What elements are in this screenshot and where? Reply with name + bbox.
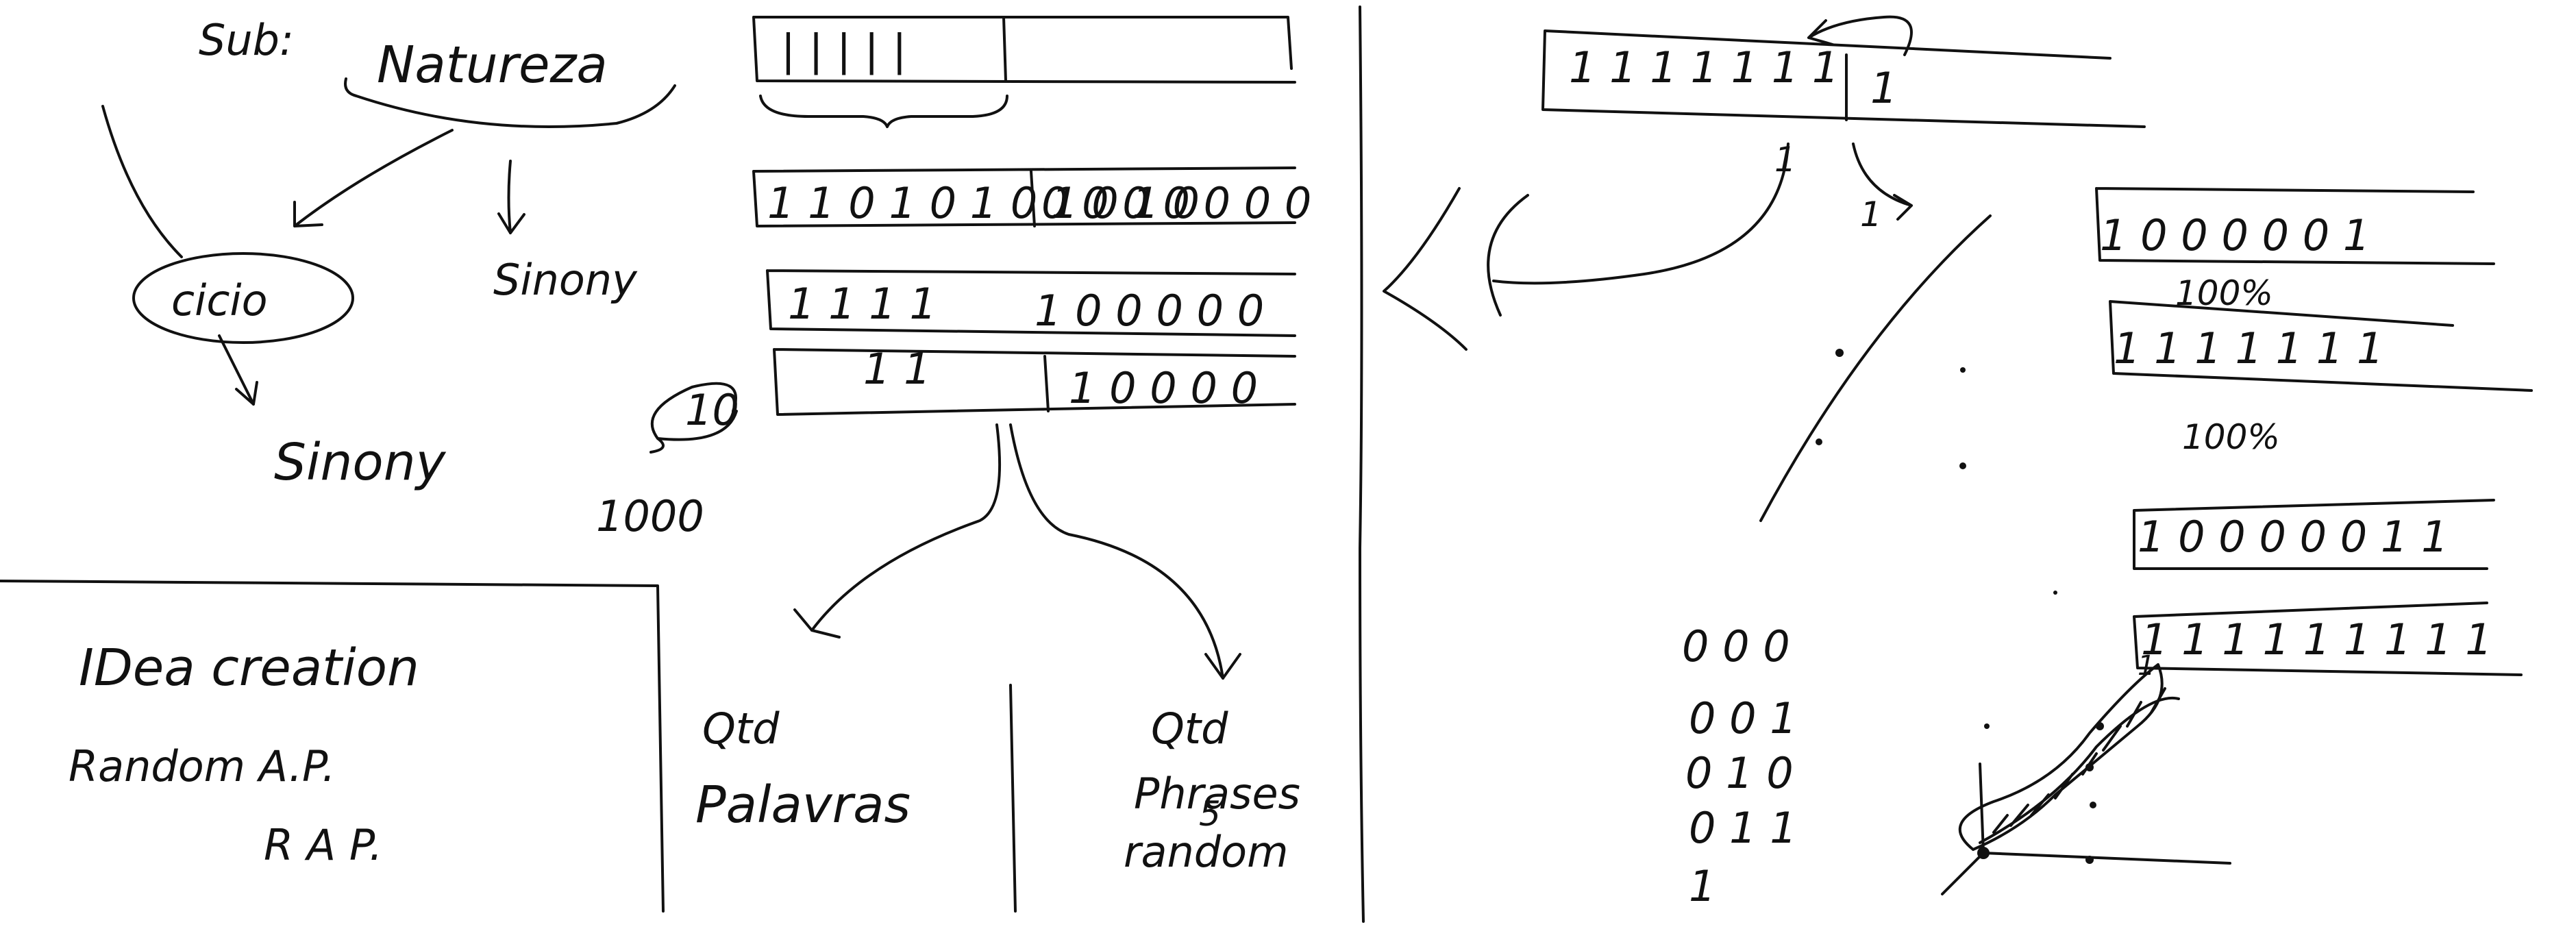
- word-count-line-2: Palavras: [695, 776, 911, 834]
- idea-line-2: R A P.: [264, 820, 382, 870]
- matrix-row-5: 1: [1689, 861, 1716, 911]
- plot-point: [1984, 723, 1990, 729]
- top-bar-frame: [1541, 29, 2146, 128]
- strip-4-frame: [773, 348, 1296, 416]
- scatter-dot: [1816, 438, 1822, 445]
- matrix-row-4: 0 1 1: [1689, 803, 1797, 853]
- strip-4-right: 1 0 0 0 0: [1069, 363, 1258, 413]
- phrase-count-line-3: random: [1124, 827, 1288, 877]
- idea-box: IDea creation Random A.P. R A P.: [0, 580, 665, 913]
- cross-stroke: [1487, 194, 1529, 317]
- scatter-line: [1759, 214, 1992, 522]
- phrase-count-mark: 5: [1199, 794, 1221, 834]
- row-4-text: 1 1 1 1 1 1 1 1 1: [2141, 615, 2492, 665]
- matrix-row-2: 0 0 1: [1689, 693, 1797, 743]
- root-brace: [344, 77, 676, 128]
- cycle-word: cicio: [171, 275, 268, 325]
- branch-arrow-left: [1492, 143, 1789, 285]
- idea-line-1: Random A.P.: [69, 741, 336, 791]
- scatter-dot: [2053, 591, 2057, 595]
- arrow-to-synonym-2: [218, 334, 258, 406]
- row-3-text: 1 0 0 0 0 0 1 1: [2138, 512, 2449, 562]
- plot-curve: [1958, 663, 2164, 851]
- arrow-to-cycle: [293, 129, 454, 227]
- strip-3-right: 1 0 0 0 0 0: [1035, 286, 1264, 336]
- strip-2-frame: [752, 166, 1296, 227]
- chevron-left-icon: [1383, 187, 1467, 351]
- idea-box-border: [0, 580, 665, 913]
- matrix-row-3: 0 1 0: [1685, 748, 1794, 798]
- strip-3-frame: [766, 269, 1296, 337]
- word-count-line-1: Qtd: [702, 704, 780, 754]
- branch-arrow-right: [1852, 143, 1913, 221]
- right-panel: 1 1 1 1 1 1 1 1 1 1 1 0 0 0 0 0 1 100% 1…: [1383, 15, 2533, 911]
- phrase-count-line-1: Qtd: [1151, 704, 1228, 754]
- strip-4-left: 1 1: [863, 344, 931, 394]
- row-4-frame: [2133, 602, 2523, 676]
- plot-point: [2096, 722, 2104, 730]
- top-bar-right: 1: [1870, 63, 1897, 113]
- synonym-1: Sinony: [493, 255, 638, 305]
- row-2-text: 1 1 1 1 1 1 1: [2114, 323, 2383, 373]
- strip-stack: | | | | | 1 1 0 1 0 1 0 1 0 1 0 0 0 0 0 …: [752, 16, 1311, 913]
- phrase-count-line-2: Phrases: [1134, 769, 1300, 819]
- outputs: Qtd Palavras Qtd Phrases 5 random: [695, 704, 1300, 877]
- plot-band: [1979, 687, 2180, 844]
- row-2-frame: [2109, 300, 2533, 392]
- row-1-frame: [2095, 187, 2495, 265]
- arrow-to-synonym-1: [497, 160, 525, 234]
- row-2-percent: 100%: [2182, 417, 2280, 457]
- loop-code: 10: [685, 385, 739, 435]
- strip-1-brace: [759, 95, 1008, 128]
- scatter-dot: [1835, 349, 1844, 357]
- plot-point: [1977, 847, 1990, 859]
- cycle-circle: [132, 252, 354, 344]
- synonym-2: Sinony: [274, 433, 447, 492]
- mind-map: Sub: Natureza Sinony cicio Sinony 10 100…: [101, 15, 739, 541]
- branch-mark-3: 1: [2138, 650, 2155, 682]
- loop-arrow: [1807, 15, 1913, 56]
- sub-label: Sub:: [199, 15, 294, 65]
- row-1-text: 1 0 0 0 0 0 1: [2100, 210, 2370, 260]
- plot-point: [2085, 856, 2094, 864]
- top-bar-left: 1 1 1 1 1 1 1: [1569, 42, 1839, 92]
- plot-point: [2090, 802, 2096, 808]
- matrix-row-1: 0 0 0: [1682, 621, 1790, 671]
- strip-3-left: 1 1 1 1: [788, 279, 937, 329]
- left-swoosh: [101, 105, 183, 258]
- panel-divider: [1359, 5, 1365, 923]
- root-word: Natureza: [377, 36, 608, 95]
- row-3-frame: [2133, 499, 2495, 570]
- output-divider: [1009, 684, 1017, 913]
- plot-point: [2085, 763, 2094, 771]
- idea-title: IDea creation: [79, 639, 419, 697]
- loop-scribble: [649, 382, 738, 454]
- strip-1-left: | | | | |: [781, 25, 906, 76]
- scatter-dot: [1960, 367, 1966, 373]
- arrow-to-word-count: [793, 423, 1002, 639]
- strip-1-frame: [752, 16, 1296, 84]
- loop-number: 1000: [596, 491, 704, 541]
- arrow-to-phrase-count: [1009, 423, 1241, 680]
- branch-mark-2: 1: [1860, 195, 1882, 234]
- strip-2-left: 1 1 0 1 0 1 0 1 0 1 0: [767, 178, 1200, 228]
- scatter-dot: [1959, 462, 1966, 469]
- branch-mark-1: 1: [1774, 140, 1796, 179]
- plot-axes: [1941, 763, 2231, 895]
- strip-2-right: 0 0 0 0 0 0 0: [1041, 178, 1311, 228]
